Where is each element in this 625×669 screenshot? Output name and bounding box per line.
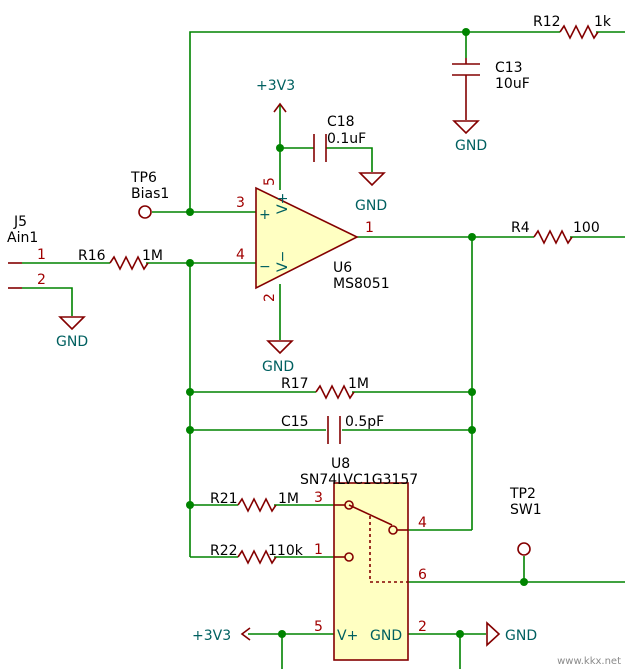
u6-pin4: 4 [236, 247, 245, 263]
u6-minus-symbol: − [259, 259, 271, 275]
u6-vplus-name: V+ [275, 193, 291, 214]
u6-pin1: 1 [365, 220, 374, 236]
u6-pin3: 3 [236, 195, 245, 211]
r17-value: 1M [348, 376, 369, 392]
resistor-r21: R21 1M [210, 491, 299, 513]
r22-value: 110k [268, 543, 304, 559]
gnd-u6-label: GND [262, 359, 294, 375]
resistor-r16: R16 1M [78, 248, 163, 271]
connector-j5: J5 Ain1 1 2 [7, 214, 46, 289]
power-symbol-3v3-top: +3V3 [256, 78, 295, 113]
r4-value: 100 [573, 220, 600, 236]
resistor-r22: R22 110k [210, 543, 304, 565]
capacitor-c15: C15 0.5pF [281, 414, 384, 444]
u6-plus-symbol: + [259, 207, 271, 223]
c13-value: 10uF [495, 76, 530, 92]
gnd-symbol-u8: GND [486, 621, 537, 647]
opamp-u6: + − V+ V− 3 4 1 5 2 U6 MS8051 [236, 177, 390, 302]
wire-j5-gnd [22, 287, 73, 316]
vcc-bottom-label: +3V3 [192, 628, 231, 644]
c18-ref: C18 [327, 114, 355, 130]
c15-ref: C15 [281, 414, 309, 430]
r21-value: 1M [278, 491, 299, 507]
j5-value: Ain1 [7, 230, 38, 246]
gnd-u8-label: GND [505, 628, 537, 644]
j5-pin1: 1 [37, 247, 46, 263]
u8-pin6: 6 [418, 567, 427, 583]
gnd-symbol-u6: GND [262, 340, 294, 375]
u8-pin1: 1 [314, 542, 323, 558]
r12-ref: R12 [533, 14, 561, 30]
u8-gnd-name: GND [370, 628, 402, 644]
gnd-c13-label: GND [455, 138, 487, 154]
gnd-c18-label: GND [355, 198, 387, 214]
r22-ref: R22 [210, 543, 238, 559]
gnd-j5-label: GND [56, 334, 88, 350]
watermark: www.kkx.net [557, 656, 621, 667]
capacitor-c13: C13 10uF [452, 58, 530, 120]
testpoint-tp2: TP2 SW1 [509, 486, 542, 556]
u8-value: SN74LVC1G3157 [300, 472, 418, 488]
r12-value: 1k [594, 14, 612, 30]
capacitor-c18: C18 0.1uF [313, 114, 366, 162]
u6-value: MS8051 [333, 276, 390, 292]
resistor-r17: R17 1M [281, 376, 369, 400]
wire-c18-right [326, 147, 373, 172]
c15-value: 0.5pF [345, 414, 384, 430]
u8-pin4: 4 [418, 515, 427, 531]
r21-ref: R21 [210, 491, 238, 507]
u6-ref: U6 [333, 260, 352, 276]
r4-ref: R4 [511, 220, 530, 236]
j5-pin2: 2 [37, 272, 46, 288]
r16-ref: R16 [78, 248, 106, 264]
u8-vplus-name: V+ [337, 628, 358, 644]
gnd-symbol-j5: GND [56, 316, 88, 350]
gnd-symbol-c13: GND [452, 120, 487, 154]
resistor-r12: R12 1k [533, 14, 612, 40]
tp2-ref: TP2 [509, 486, 536, 502]
u8-pin3: 3 [314, 490, 323, 506]
tp6-ref: TP6 [130, 170, 157, 186]
u8-pin5: 5 [314, 619, 323, 635]
resistor-r4: R4 100 [511, 220, 600, 245]
u8-ref: U8 [331, 456, 350, 472]
switch-u8: U8 SN74LVC1G3157 3 1 4 6 5 2 V+ GND [300, 456, 427, 661]
u6-vminus-name: V− [275, 251, 291, 272]
tp6-value: Bias1 [131, 186, 169, 202]
u6-pin2: 2 [262, 293, 278, 302]
wire-bias-rail [189, 31, 625, 212]
c18-value: 0.1uF [327, 131, 366, 147]
c13-ref: C13 [495, 60, 523, 76]
u8-pin2: 2 [418, 619, 427, 635]
power-symbol-3v3-bottom: +3V3 [192, 627, 251, 644]
gnd-symbol-c18: GND [355, 172, 387, 214]
u6-pin5: 5 [262, 177, 278, 186]
r17-ref: R17 [281, 376, 309, 392]
testpoint-tp6: TP6 Bias1 [130, 170, 169, 219]
junctions [186, 28, 528, 638]
tp2-value: SW1 [510, 502, 542, 518]
vcc-top-label: +3V3 [256, 78, 295, 94]
j5-ref: J5 [13, 214, 27, 230]
wires [22, 31, 625, 669]
r16-value: 1M [142, 248, 163, 264]
